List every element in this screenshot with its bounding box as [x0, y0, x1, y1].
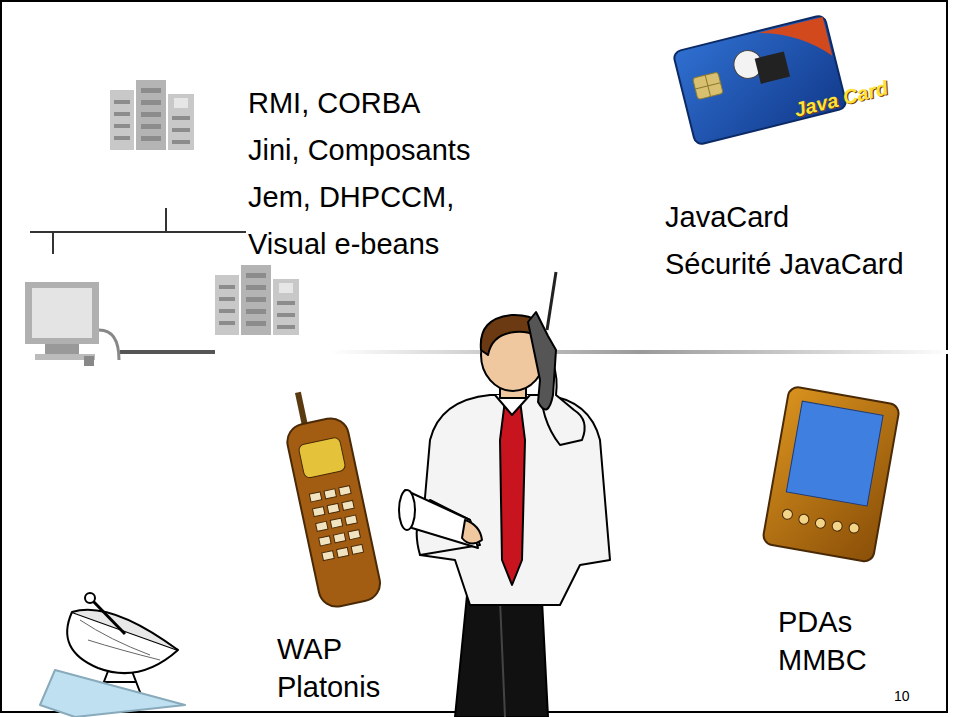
list-item: PDAs	[776, 605, 854, 639]
list-item: Visual e-beans	[246, 227, 441, 261]
list-item: WAP	[275, 632, 344, 666]
list-item: Jini, Composants	[246, 133, 472, 167]
list-item: RMI, CORBA	[246, 86, 422, 120]
page-number: 10	[892, 688, 912, 704]
list-item: JavaCard	[663, 200, 791, 234]
list-item: Sécurité JavaCard	[663, 247, 906, 281]
list-item: Jem, DHPCCM,	[246, 180, 456, 214]
list-item: Platonis	[275, 670, 382, 704]
list-item: MMBC	[776, 643, 869, 677]
